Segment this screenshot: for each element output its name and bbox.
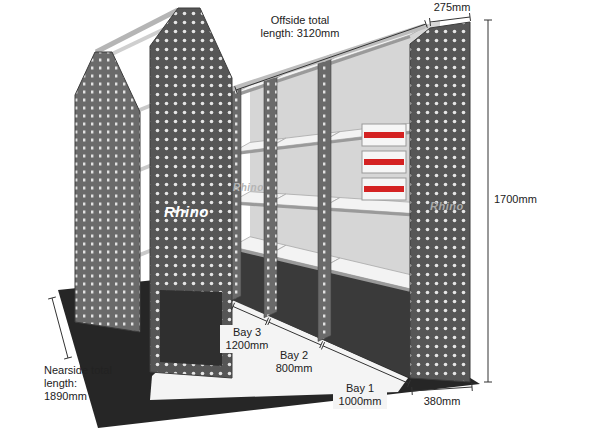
bay-line (233, 306, 267, 321)
dimension-tick (425, 20, 428, 28)
dimension-label: 275mm (427, 1, 477, 14)
panel-cutout (160, 290, 222, 366)
dimension-label: Nearside total length: 1890mm (44, 364, 120, 403)
offside-upright (264, 73, 277, 318)
dimension-tick (484, 20, 492, 21)
dimension-tick (64, 357, 72, 359)
dimension-tick (484, 382, 492, 383)
dimension-label: Offside total length: 3120mm (257, 14, 343, 40)
nearside-depth-line (412, 387, 472, 391)
dimension-tick (231, 303, 234, 310)
drawer-handle (364, 159, 404, 165)
shelf-lip (322, 269, 410, 290)
nearside-back-panel (75, 52, 140, 332)
shelf-lip (322, 37, 410, 67)
offside-upright (318, 55, 331, 342)
drawer (362, 151, 406, 173)
dimension-tick (235, 86, 238, 94)
nearside-end-panel (150, 8, 232, 378)
dimension-tick (429, 18, 431, 26)
shelf-lip (322, 209, 410, 215)
bay-label: Bay 3 1200mm (220, 325, 274, 353)
dimension-label: 1700mm (494, 193, 574, 206)
depth-line (430, 17, 470, 22)
bay-line (323, 346, 409, 384)
brand-logo: Rhino (164, 203, 226, 221)
bay-line (269, 322, 321, 345)
dimension-tick (471, 383, 473, 391)
drawer (362, 178, 406, 200)
brand-logo: Rhino (233, 181, 267, 194)
dimension-tick (469, 13, 471, 21)
dimension-label: 380mm (417, 395, 467, 408)
bay-label: Bay 1 1000mm (333, 381, 387, 409)
drawer-handle (364, 186, 404, 192)
dimension-tick (407, 380, 410, 387)
offside-end-panel (410, 22, 470, 382)
drawer-handle (364, 132, 404, 138)
drawer (362, 124, 406, 146)
brand-logo: Rhino (430, 199, 470, 213)
height-line (488, 20, 489, 382)
nearside-length-line (52, 298, 68, 358)
dimension-tick (411, 387, 413, 395)
bay-label: Bay 2 800mm (267, 348, 321, 376)
dimension-tick (321, 342, 324, 349)
dimension-tick (48, 297, 56, 299)
